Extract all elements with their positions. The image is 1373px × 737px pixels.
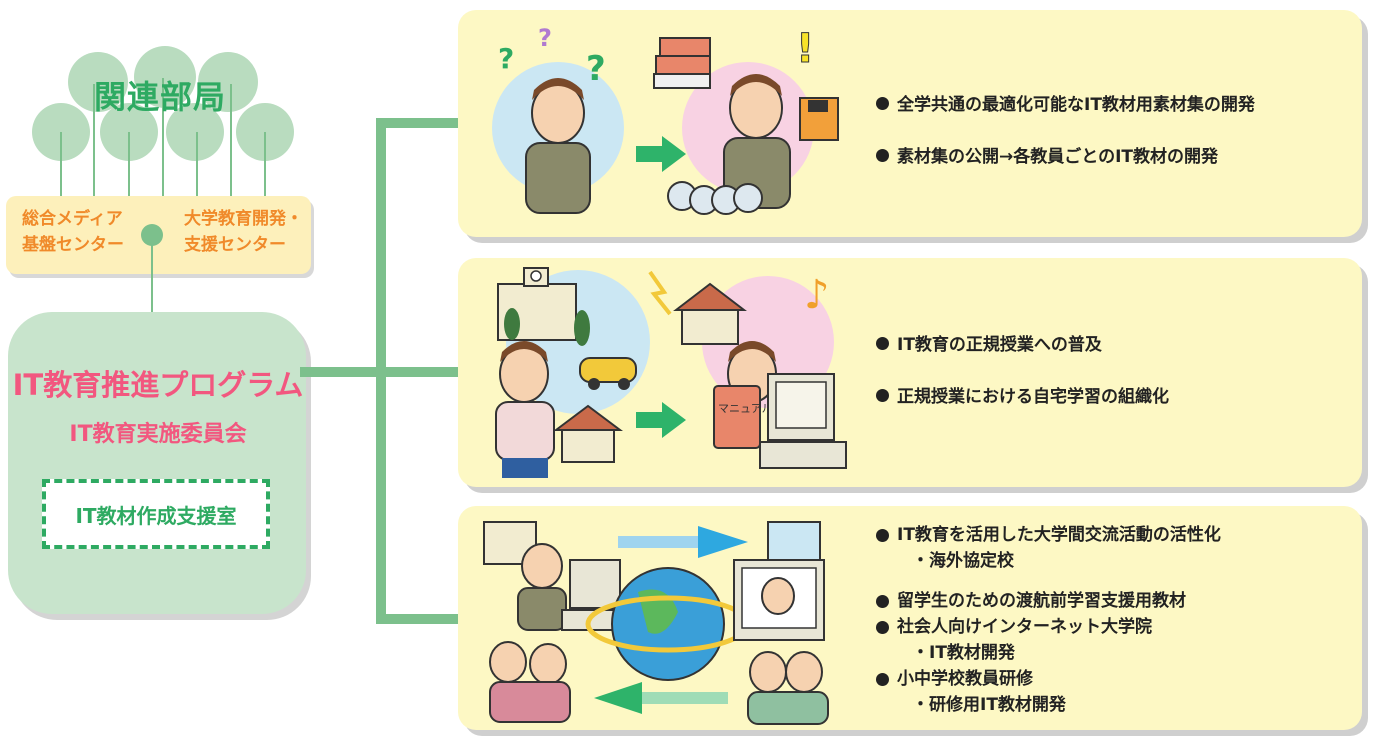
panel-exchange-bullets: IT教育を活用した大学間交流活動の活性化 ・海外協定校 留学生のための渡航前学習… (876, 522, 1221, 718)
bullet-sub-item: ・研修用IT教材開発 (912, 695, 1066, 715)
students-icon (489, 641, 829, 725)
tree-stem (162, 78, 164, 196)
connector-dot (141, 224, 163, 246)
right-arrow-icon (636, 402, 686, 438)
svg-text:?: ? (498, 42, 514, 75)
program-box (8, 312, 306, 614)
confused-man-icon: ? ? ? (498, 24, 606, 214)
house-icon (553, 282, 747, 463)
svg-text:!: ! (796, 26, 814, 72)
dept-media-center: 総合メディア 基盤センター (22, 209, 124, 255)
tree-stem (93, 84, 95, 196)
connector-branch-middle (376, 367, 460, 377)
connector-line (151, 244, 153, 314)
tree-stem (264, 132, 266, 196)
cd-discs-icon (667, 181, 763, 215)
computer-icon (759, 373, 847, 469)
music-note-icon: ♪ (804, 272, 830, 318)
svg-text:♪: ♪ (804, 272, 830, 318)
connector-horizontal (300, 367, 380, 377)
tree-stem (196, 132, 198, 196)
tree-leaf (166, 103, 224, 161)
tree-stem (128, 132, 130, 196)
panel-materials-bullets: 全学共通の最適化可能なIT教材用素材集の開発 素材集の公開→各教員ごとのIT教材… (876, 90, 1255, 172)
bullet-item: 小中学校教員研修 (876, 666, 1221, 692)
floppy-disk-icon (799, 97, 839, 141)
car-icon (579, 357, 637, 390)
tree-leaf (68, 52, 128, 112)
illustration-regular-classes: ♪ マニュアル (495, 267, 847, 478)
connector-branch-bottom (376, 614, 460, 624)
bullet-item: IT教育の正規授業への普及 (876, 330, 1169, 360)
dept-education-center: 大学教育開発・ 支援センター (184, 209, 303, 255)
tree-stem (230, 84, 232, 196)
illustration-materials: ? ? ? ! (492, 24, 839, 215)
manual-book-label: マニュアル (718, 402, 773, 415)
related-departments-title: 関連部局 (93, 78, 226, 116)
svg-text:?: ? (586, 49, 606, 89)
bullet-item: IT教育を活用した大学間交流活動の活性化 (876, 522, 1221, 548)
right-arrow-icon (618, 526, 748, 558)
bullet-item: 正規授業における自宅学習の組織化 (876, 382, 1169, 412)
committee-title: IT教育実施委員会 (69, 422, 247, 447)
tree-stem (60, 132, 62, 196)
connector-branch-top (376, 118, 460, 128)
monitor-video-call-icon (733, 559, 825, 641)
support-office-box: IT教材作成支援室 (42, 479, 270, 549)
right-arrow-icon (636, 136, 686, 172)
support-office-label: IT教材作成支援室 (75, 503, 237, 528)
computer-user-icon (517, 543, 623, 631)
bullet-item: 全学共通の最適化可能なIT教材用素材集の開発 (876, 90, 1255, 120)
bullet-sub-item: ・海外協定校 (912, 551, 1014, 571)
panel-regular-classes-bullets: IT教育の正規授業への普及 正規授業における自宅学習の組織化 (876, 330, 1169, 412)
tree-icon (504, 308, 590, 346)
bullet-sub-item: ・IT教材開発 (912, 643, 1015, 663)
illustration-exchange (483, 521, 829, 725)
bullet-item: 留学生のための渡航前学習支援用教材 (876, 588, 1221, 614)
tree-leaf (134, 46, 196, 108)
left-arrow-icon (594, 682, 728, 714)
tree-leaf (198, 52, 258, 112)
studying-man-icon: マニュアル (713, 341, 777, 449)
bullet-item: 社会人向けインターネット大学院 (876, 614, 1221, 640)
bullet-item: 素材集の公開→各教員ごとのIT教材の開発 (876, 142, 1255, 172)
books-icon (653, 37, 711, 89)
globe-icon (585, 567, 751, 681)
lightning-icon (648, 270, 672, 316)
svg-text:?: ? (538, 24, 552, 52)
thinking-man-icon (495, 341, 555, 478)
program-title: IT教育推進プログラム (12, 368, 304, 402)
